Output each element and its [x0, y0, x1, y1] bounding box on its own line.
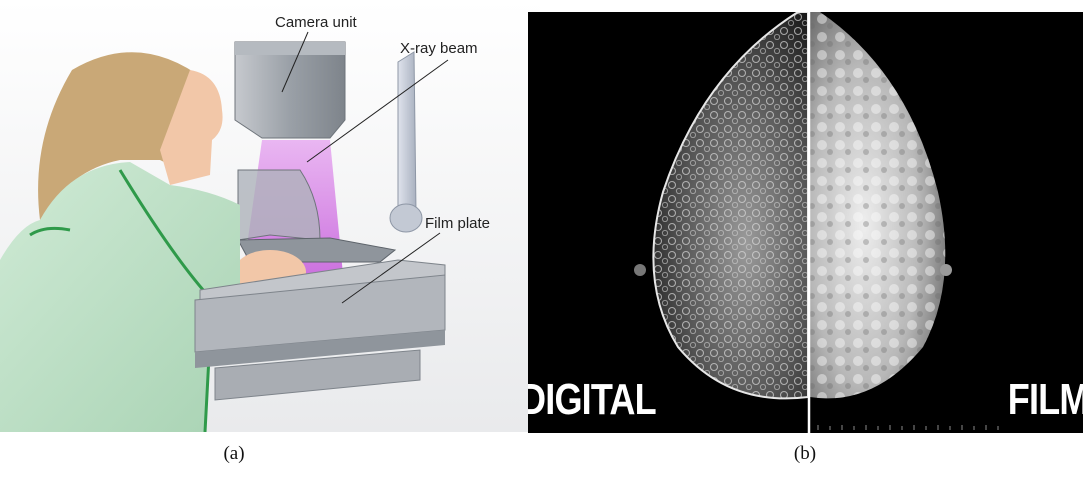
film-label: FILM — [1008, 375, 1083, 425]
mammogram-comparison: DIGITAL FILM — [528, 12, 1083, 433]
film-plate-label: Film plate — [425, 215, 490, 232]
camera-unit-label: Camera unit — [275, 14, 357, 31]
mammogram-images — [528, 12, 1083, 433]
xray-beam-label: X-ray beam — [400, 40, 478, 57]
caption-b: (b) — [794, 443, 816, 465]
digital-label: DIGITAL — [528, 375, 656, 425]
caption-a: (a) — [223, 443, 244, 465]
camera-unit — [235, 42, 345, 138]
mammography-illustration: Camera unit X-ray beam Film plate — [0, 0, 540, 432]
